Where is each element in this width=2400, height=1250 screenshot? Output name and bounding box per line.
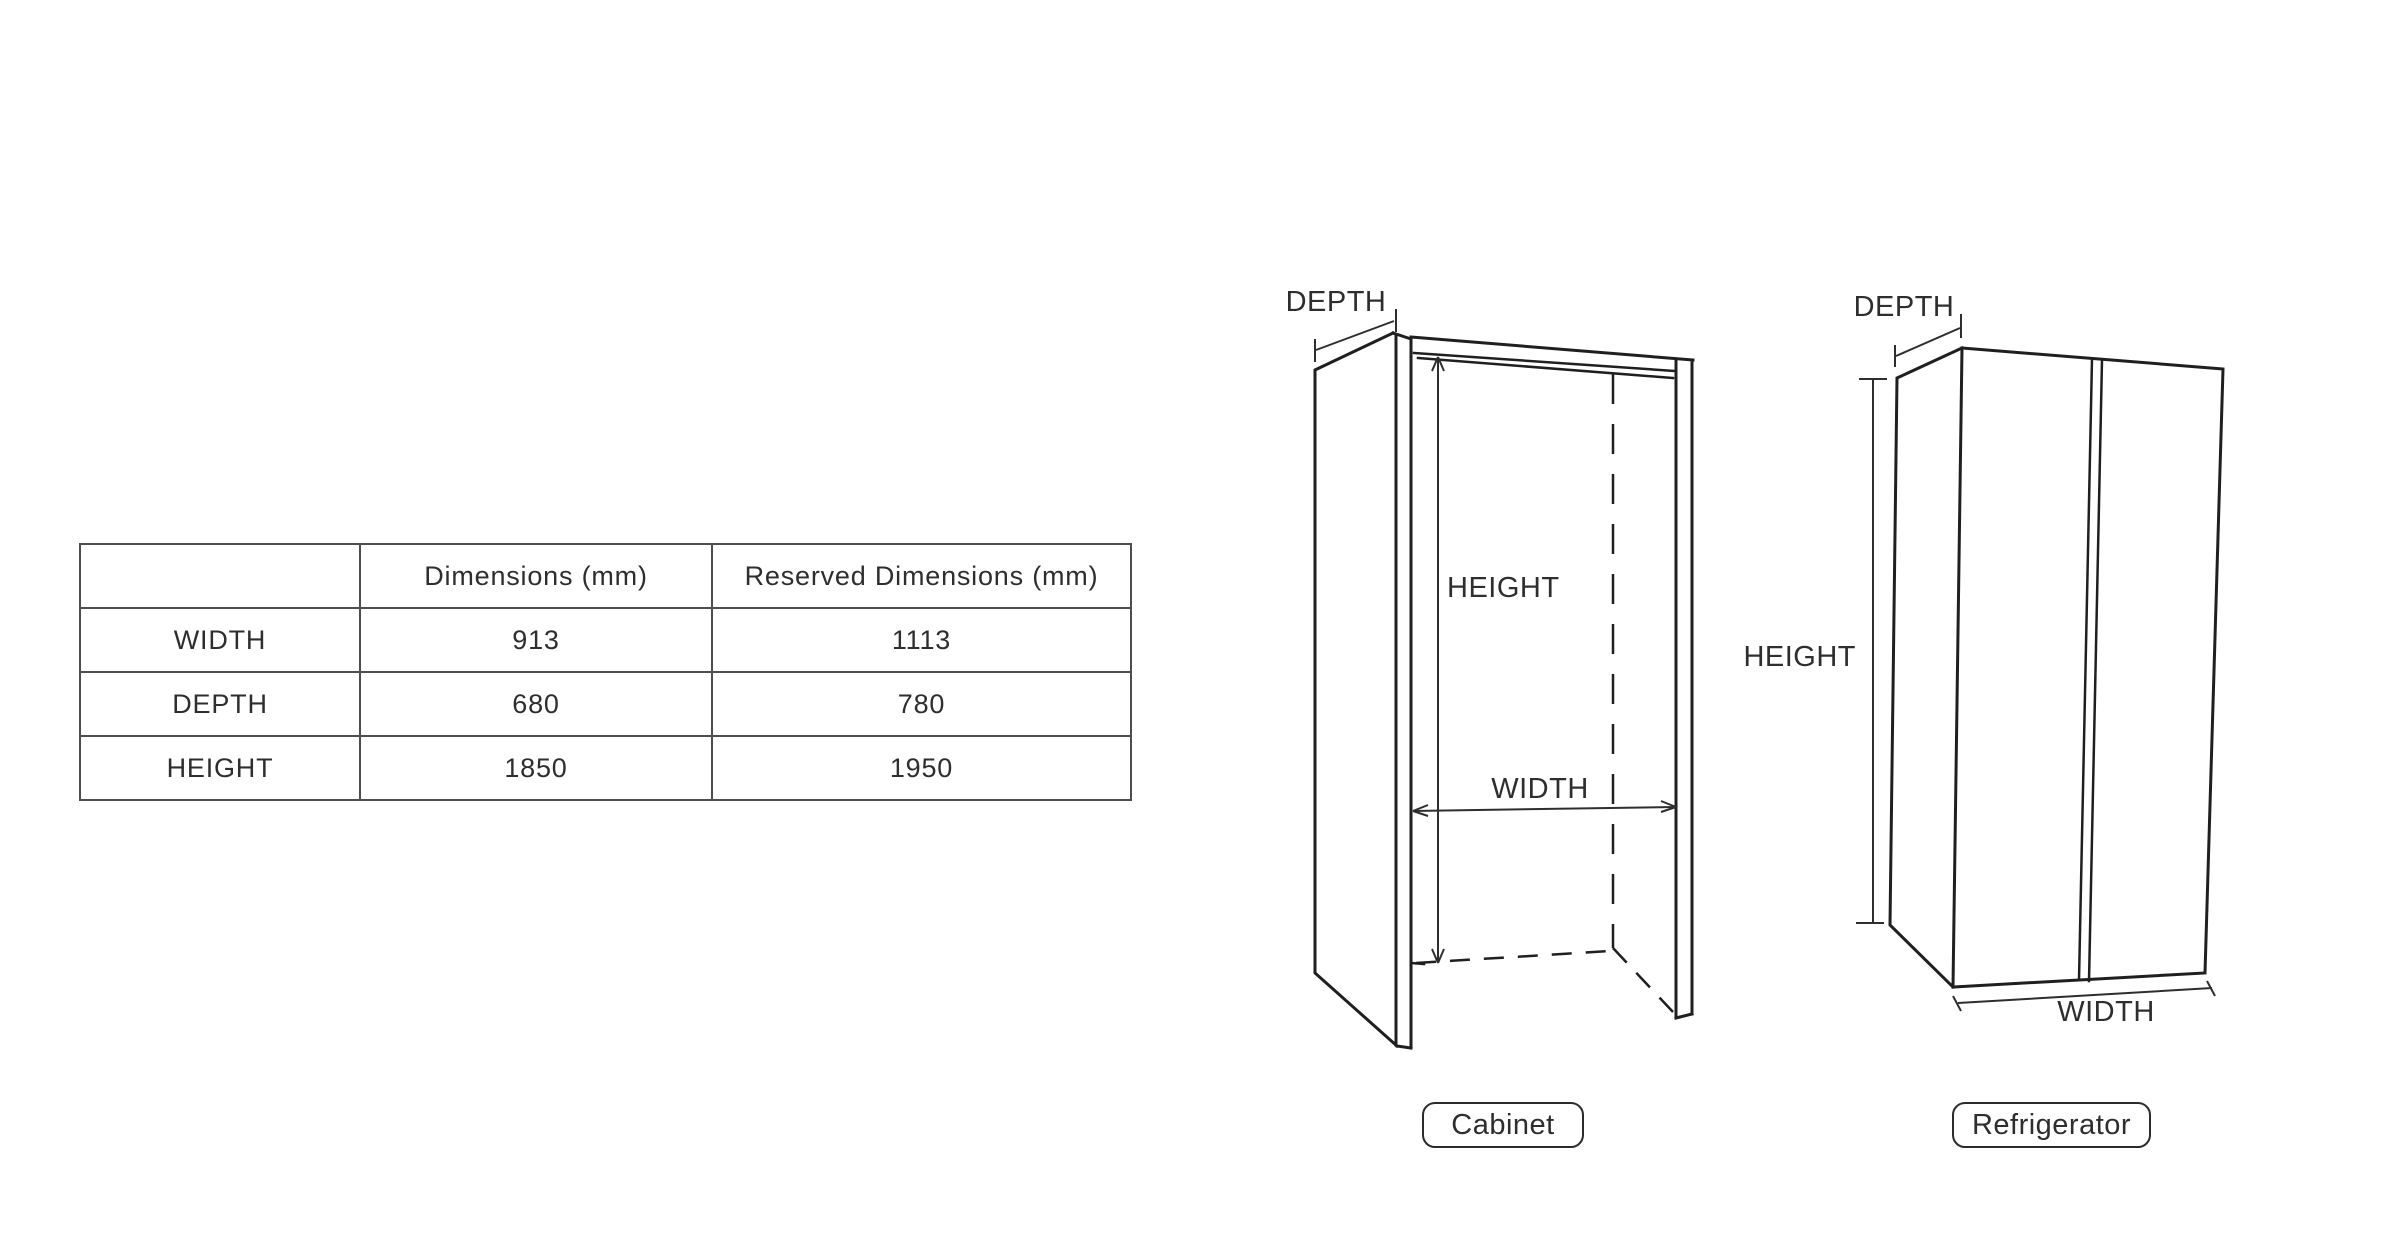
cabinet-drawing: DEPTH HEIGHT WIDTH bbox=[1286, 286, 1695, 1050]
table-header-empty bbox=[79, 543, 361, 609]
fridge-left-side bbox=[1888, 346, 1964, 990]
cabinet-badge-label: Cabinet bbox=[1451, 1108, 1555, 1141]
reserved-value: 780 bbox=[711, 671, 1132, 737]
refrigerator-badge: Refrigerator bbox=[1952, 1102, 2151, 1148]
cabinet-floor-front-stub bbox=[1409, 961, 1426, 966]
refrigerator-drawing: DEPTH HEIGHT WIDTH bbox=[1743, 291, 2225, 1028]
cabinet-top-panel-front-edge bbox=[1412, 351, 1677, 373]
cabinet-depth-dimension bbox=[1314, 309, 1397, 362]
cabinet-left-wall-edge bbox=[1391, 331, 1413, 1050]
cabinet-left-wall bbox=[1313, 331, 1400, 1049]
fridge-depth-label: DEPTH bbox=[1854, 291, 1955, 323]
fridge-height-label: HEIGHT bbox=[1743, 641, 1856, 673]
reserved-value: 1950 bbox=[711, 735, 1132, 801]
fridge-front-face bbox=[1951, 346, 2225, 989]
cabinet-height-dimension bbox=[1431, 356, 1445, 964]
table-header-row: Dimensions (mm) Reserved Dimensions (mm) bbox=[79, 543, 1132, 609]
fridge-height-dimension bbox=[1856, 378, 1887, 924]
cabinet-hidden-floor-right-edge bbox=[1612, 947, 1674, 1013]
table-row: WIDTH 913 1113 bbox=[79, 607, 1132, 673]
cabinet-top-panel-inner-edge bbox=[1416, 356, 1675, 380]
fridge-depth-dimension bbox=[1894, 314, 1962, 367]
cabinet-depth-label: DEPTH bbox=[1286, 286, 1387, 318]
dimensions-table: Dimensions (mm) Reserved Dimensions (mm)… bbox=[79, 543, 1132, 801]
row-label: WIDTH bbox=[79, 607, 361, 673]
cabinet-right-wall bbox=[1674, 359, 1694, 1020]
fridge-front-left-edge bbox=[1951, 346, 1964, 989]
table-row: DEPTH 680 780 bbox=[79, 671, 1132, 737]
cabinet-badge: Cabinet bbox=[1422, 1102, 1584, 1148]
dimension-value: 680 bbox=[359, 671, 713, 737]
cabinet-hidden-floor-back-edge bbox=[1415, 949, 1611, 965]
dimension-value: 1850 bbox=[359, 735, 713, 801]
cabinet-height-label: HEIGHT bbox=[1447, 572, 1560, 604]
fridge-width-label: WIDTH bbox=[2057, 996, 2155, 1028]
dimension-value: 913 bbox=[359, 607, 713, 673]
fridge-door-split bbox=[2077, 357, 2104, 983]
row-label: HEIGHT bbox=[79, 735, 361, 801]
reserved-value: 1113 bbox=[711, 607, 1132, 673]
row-label: DEPTH bbox=[79, 671, 361, 737]
cabinet-width-label: WIDTH bbox=[1491, 773, 1589, 805]
table-header-reserved: Reserved Dimensions (mm) bbox=[711, 543, 1132, 609]
cabinet-width-dimension bbox=[1412, 800, 1677, 817]
table-header-dimensions: Dimensions (mm) bbox=[359, 543, 713, 609]
cabinet-top-panel bbox=[1409, 335, 1695, 362]
refrigerator-badge-label: Refrigerator bbox=[1971, 1108, 2132, 1141]
fridge-width-dimension bbox=[1952, 980, 2216, 1012]
table-row: HEIGHT 1850 1950 bbox=[79, 735, 1132, 801]
